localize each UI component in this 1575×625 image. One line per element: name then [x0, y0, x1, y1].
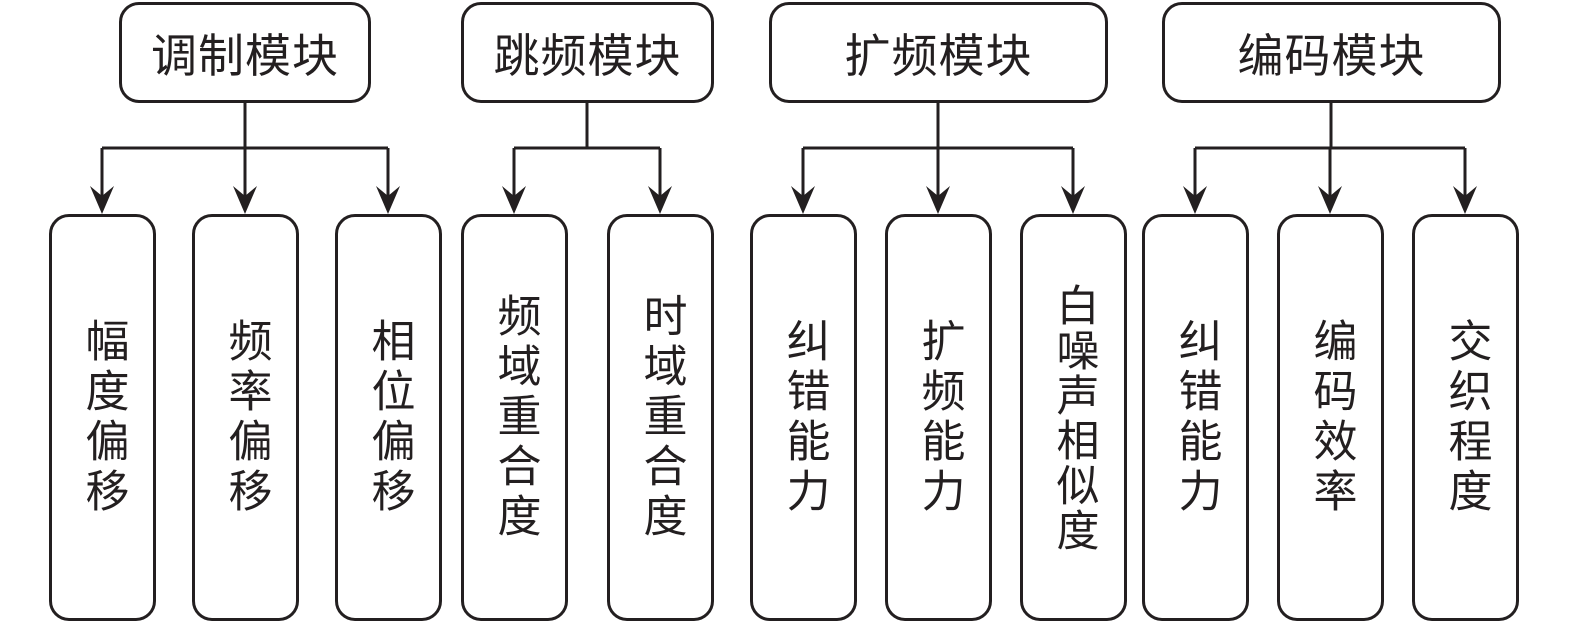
leaf-label: 频率偏移: [220, 317, 272, 518]
module-frequency-hopping: 跳频模块: [461, 2, 714, 103]
leaf-label: 扩频能力: [913, 317, 965, 518]
arrowhead-icon: [791, 186, 815, 214]
arrowhead-icon: [502, 186, 526, 214]
leaf-label: 相位偏移: [363, 317, 415, 518]
leaf-label: 频域重合度: [489, 292, 541, 543]
leaf-amplitude-offset: 幅度偏移: [49, 214, 156, 621]
leaf-error-correction: 纠错能力: [1142, 214, 1249, 621]
leaf-label: 纠错能力: [1170, 317, 1222, 518]
leaf-phase-offset: 相位偏移: [335, 214, 442, 621]
arrowhead-icon: [1183, 186, 1207, 214]
arrowhead-icon: [233, 186, 257, 214]
arrowhead-icon: [90, 186, 114, 214]
module-title: 编码模块: [1237, 28, 1426, 83]
arrowhead-icon: [1453, 186, 1477, 214]
leaf-interleaving-degree: 交织程度: [1412, 214, 1519, 621]
module-title: 调制模块: [151, 28, 339, 83]
arrowhead-icon: [648, 186, 672, 214]
leaf-spreading-capability: 扩频能力: [885, 214, 992, 621]
module-title: 跳频模块: [493, 28, 682, 83]
leaf-time-domain-overlap: 时域重合度: [607, 214, 714, 621]
leaf-error-correction: 纠错能力: [750, 214, 857, 621]
leaf-coding-efficiency: 编码效率: [1277, 214, 1384, 621]
leaf-label: 编码效率: [1305, 317, 1357, 518]
leaf-frequency-domain-overlap: 频域重合度: [461, 214, 568, 621]
arrowhead-icon: [1061, 186, 1085, 214]
arrowhead-icon: [376, 186, 400, 214]
arrowhead-icon: [926, 186, 950, 214]
leaf-label: 幅度偏移: [77, 317, 129, 518]
arrowhead-icon: [1318, 186, 1342, 214]
leaf-label: 交织程度: [1440, 317, 1492, 518]
leaf-label: 时域重合度: [635, 292, 687, 543]
leaf-frequency-offset: 频率偏移: [192, 214, 299, 621]
module-modulation: 调制模块: [119, 2, 371, 103]
module-spread-spectrum: 扩频模块: [769, 2, 1108, 103]
leaf-label: 白噪声相似度: [1049, 282, 1099, 553]
module-coding: 编码模块: [1162, 2, 1501, 103]
leaf-label: 纠错能力: [778, 317, 830, 518]
module-title: 扩频模块: [844, 28, 1033, 83]
leaf-white-noise-similarity: 白噪声相似度: [1020, 214, 1127, 621]
